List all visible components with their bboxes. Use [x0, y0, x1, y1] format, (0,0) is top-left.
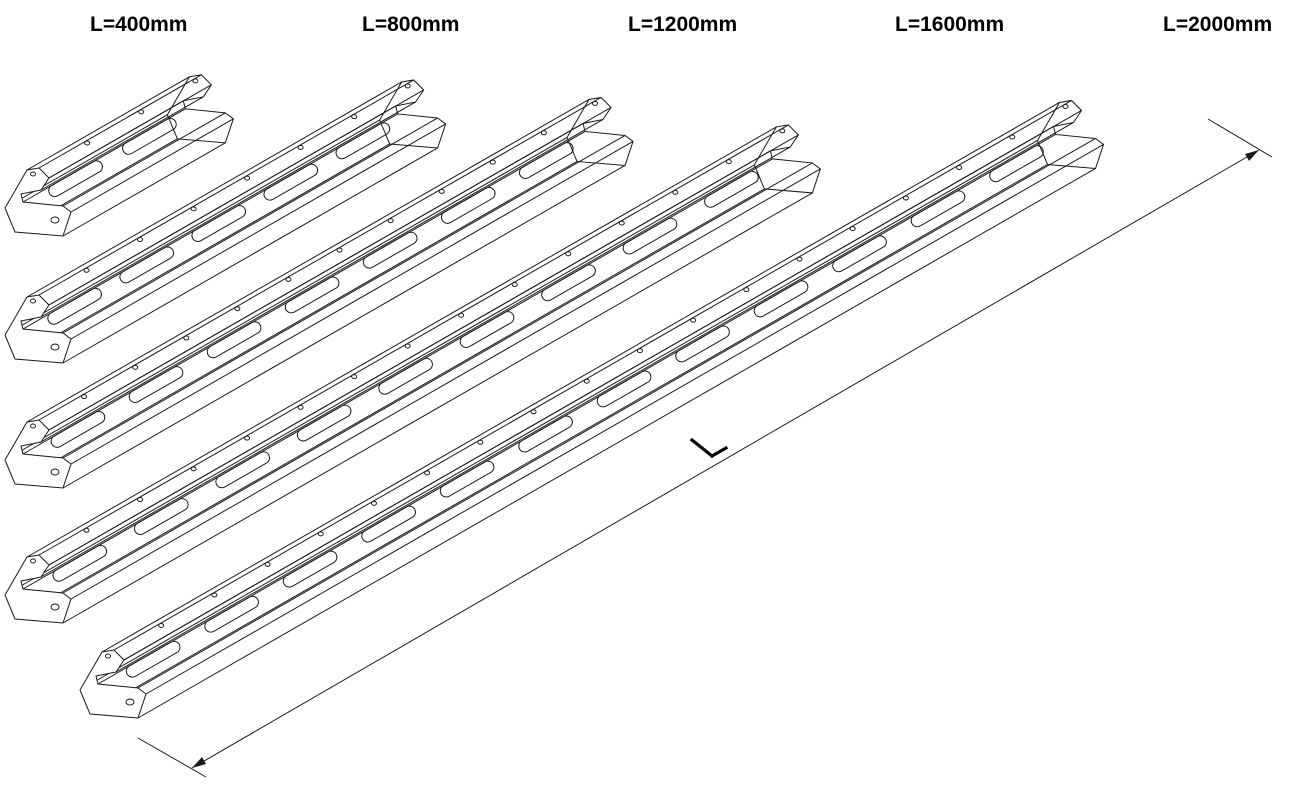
dimension-arrowhead-top	[1245, 150, 1259, 161]
dimension-symbol-l	[689, 437, 729, 459]
rail-slots	[47, 116, 179, 199]
rail-edges	[80, 100, 1104, 718]
dimension-arrowhead-bottom	[192, 757, 206, 768]
length-label-1200mm: L=1200mm	[628, 13, 738, 36]
length-label-800mm: L=800mm	[362, 13, 460, 36]
rail-holes	[106, 104, 1069, 705]
rail-edges	[5, 80, 446, 363]
dimension-extension-line-right	[1207, 118, 1273, 158]
length-label-1600mm: L=1600mm	[895, 13, 1005, 36]
rail-slots	[49, 140, 575, 449]
rail-2000mm	[79, 99, 1105, 719]
dimension-extension-line-left	[137, 737, 207, 778]
length-label-2000mm: L=2000mm	[1163, 13, 1273, 36]
rail-slots	[124, 144, 1045, 680]
rails-group	[4, 74, 1105, 719]
length-label-400mm: L=400mm	[90, 13, 188, 36]
rail-1600mm	[4, 124, 821, 624]
dimension-line	[191, 149, 1260, 769]
rail-800mm	[4, 79, 447, 364]
rail-holes	[31, 84, 411, 350]
rail-1200mm	[4, 96, 634, 489]
rail-holes	[31, 101, 598, 475]
rail-holes	[31, 129, 785, 610]
rail-holes	[31, 79, 198, 223]
rail-slots	[46, 121, 392, 327]
rail-slots	[51, 169, 761, 583]
rail-400mm	[4, 74, 234, 237]
length-dimension	[137, 118, 1273, 778]
rail-edges	[5, 97, 633, 488]
